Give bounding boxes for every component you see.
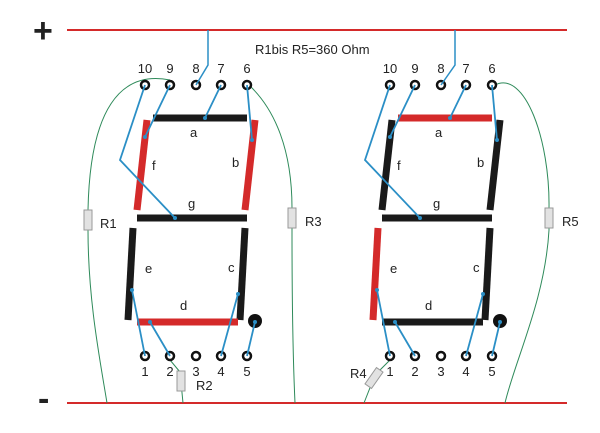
wire-end: [498, 320, 502, 324]
resistor-r5: [544, 207, 554, 229]
segment-f: [378, 119, 396, 211]
resistor-leads: [87, 78, 550, 404]
pin-wire: [376, 289, 391, 357]
pin-wire: [220, 293, 239, 357]
pin-label: 9: [166, 61, 173, 76]
wire-end: [375, 288, 379, 292]
pin-label: 8: [192, 61, 199, 76]
display-right: a f b g e c d 10 1 9 2 8 3 7 4 6 5: [363, 61, 507, 379]
pin-wire: [449, 84, 467, 119]
pin-label: 3: [192, 364, 199, 379]
pin-label: 3: [437, 364, 444, 379]
segment-label-c: c: [473, 260, 480, 275]
segment-label-e: e: [390, 261, 397, 276]
resistor-r2: [176, 370, 186, 392]
segment-label-c: c: [228, 260, 235, 275]
pin-label: 9: [411, 61, 418, 76]
segment-label-a: a: [190, 125, 198, 140]
pin-wire: [394, 321, 416, 357]
segment-label-d: d: [180, 298, 187, 313]
pin-wire: [204, 84, 222, 119]
pin-wire: [131, 289, 146, 357]
segment-e: [369, 227, 382, 321]
segment-label-b: b: [232, 155, 239, 170]
pin-label: 7: [462, 61, 469, 76]
pin-wire: [149, 321, 171, 357]
wire-end: [481, 292, 485, 296]
pin-label: 1: [386, 364, 393, 379]
wire-end: [148, 320, 152, 324]
pin-3: [190, 350, 202, 362]
resistor-r3: [287, 207, 297, 229]
pin-label: 5: [488, 364, 495, 379]
pin-label: 2: [166, 364, 173, 379]
wire-end: [393, 320, 397, 324]
segment-label-b: b: [477, 155, 484, 170]
pin-label: 8: [437, 61, 444, 76]
resistor-label: R2: [196, 378, 213, 393]
wire-end: [253, 320, 257, 324]
wire-end: [448, 116, 452, 120]
segment-label-f: f: [152, 158, 156, 173]
pin-label: 4: [462, 364, 469, 379]
pin-label: 7: [217, 61, 224, 76]
pin-wire: [118, 84, 176, 219]
plus-label: +: [33, 12, 53, 50]
minus-label: -: [38, 380, 49, 418]
segment-e: [124, 227, 137, 321]
segment-label-g: g: [188, 196, 195, 211]
pin-label: 2: [411, 364, 418, 379]
pin-label: 6: [243, 61, 250, 76]
wire-end: [173, 216, 177, 220]
wire-end: [388, 135, 392, 139]
pin-wire: [465, 293, 484, 357]
wire-end: [130, 288, 134, 292]
resistor-label: R3: [305, 214, 322, 229]
segment-label-f: f: [397, 158, 401, 173]
pin-wire: [363, 84, 421, 219]
pin-label: 4: [217, 364, 224, 379]
resistor-r4: [364, 366, 384, 390]
wire-end: [418, 216, 422, 220]
pin-label: 5: [243, 364, 250, 379]
segment-c: [481, 227, 494, 321]
pin-label: 10: [383, 61, 397, 76]
segment-f: [133, 119, 151, 211]
pin-wire: [491, 84, 498, 141]
pin-wire: [246, 321, 256, 357]
wire-end: [203, 116, 207, 120]
supply-wire-left: [195, 30, 209, 86]
segment-b: [486, 119, 504, 211]
supply-wire-right: [440, 30, 456, 86]
pin-3: [435, 350, 447, 362]
pin-wire: [246, 84, 253, 141]
display-left: a f b g e c d 10 1 9 2 8 3 7 4 6 5: [118, 61, 262, 379]
resistor-r1: [83, 209, 93, 231]
segment-c: [236, 227, 249, 321]
resistor-label: R5: [562, 214, 579, 229]
wire-end: [236, 292, 240, 296]
segment-label-g: g: [433, 196, 440, 211]
resistor-label: R1: [100, 216, 117, 231]
wire-end: [143, 135, 147, 139]
segment-label-d: d: [425, 298, 432, 313]
wire-end: [495, 138, 499, 142]
segment-b: [241, 119, 259, 211]
resistor-label: R4: [350, 366, 367, 381]
pin-wire: [491, 321, 501, 357]
segment-label-a: a: [435, 125, 443, 140]
resistor-note: R1bis R5=360 Ohm: [255, 42, 370, 57]
pin-label: 6: [488, 61, 495, 76]
pin-wire: [389, 84, 416, 138]
wire-end: [250, 138, 254, 142]
pin-wire: [144, 84, 171, 138]
segment-label-e: e: [145, 261, 152, 276]
pin-label: 10: [138, 61, 152, 76]
pin-label: 1: [141, 364, 148, 379]
